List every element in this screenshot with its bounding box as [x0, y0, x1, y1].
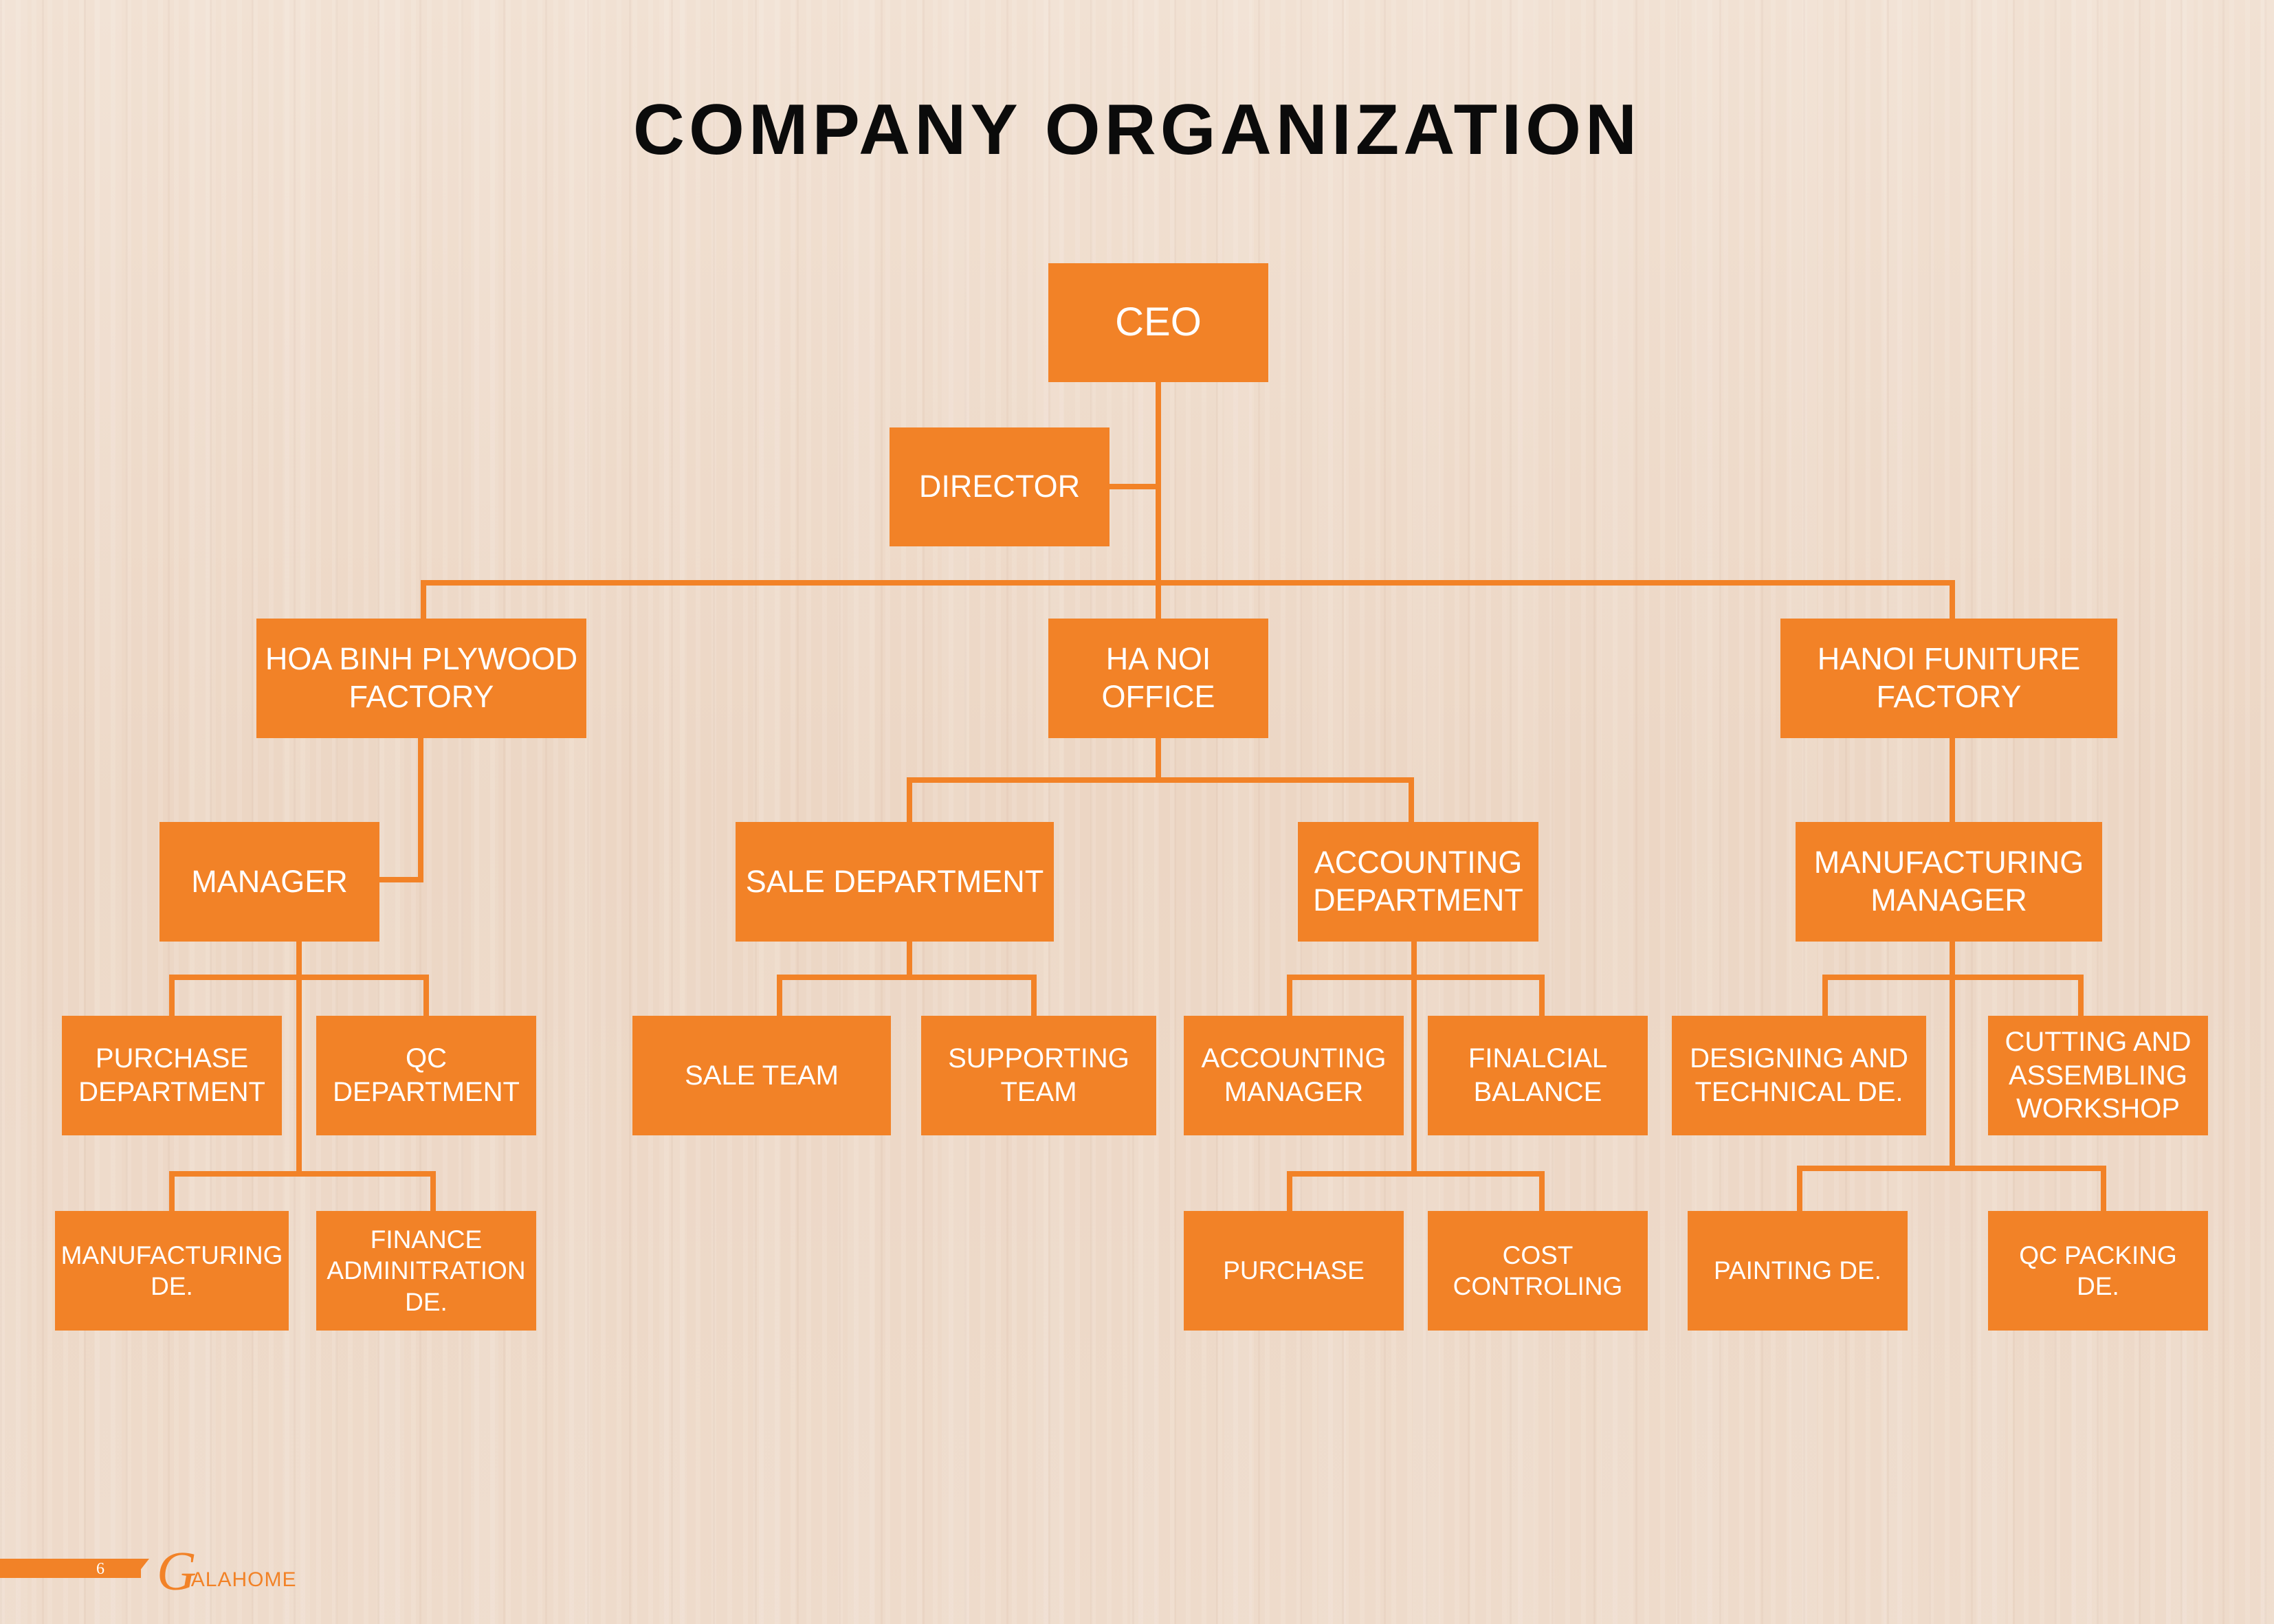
org-node-purchase-department: PURCHASE DEPARTMENT: [62, 1016, 282, 1135]
org-node-ha-noi-office: HA NOI OFFICE: [1048, 619, 1268, 738]
org-node-manufacturing-de: MANUFACTURING DE.: [55, 1211, 289, 1331]
org-node-purchase: PURCHASE: [1184, 1211, 1404, 1331]
org-node-manufacturing-manager: MANUFACTURING MANAGER: [1796, 822, 2102, 942]
org-node-cost-controling: COST CONTROLING: [1428, 1211, 1648, 1331]
org-node-sale-team: SALE TEAM: [632, 1016, 891, 1135]
logo-text: ALAHOME: [190, 1568, 297, 1591]
org-node-finalcial-balance: FINALCIAL BALANCE: [1428, 1016, 1648, 1135]
org-node-hanoi-furniture-factory: HANOI FUNITURE FACTORY: [1780, 619, 2117, 738]
org-node-ceo: CEO: [1048, 263, 1268, 382]
org-node-manager: MANAGER: [159, 822, 379, 942]
org-node-supporting-team: SUPPORTING TEAM: [921, 1016, 1156, 1135]
org-node-painting-de: PAINTING DE.: [1688, 1211, 1908, 1331]
org-node-cutting-assembling-workshop: CUTTING AND ASSEMBLING WORKSHOP: [1988, 1016, 2208, 1135]
footer-bar: [0, 1559, 141, 1578]
org-node-accounting-manager: ACCOUNTING MANAGER: [1184, 1016, 1404, 1135]
org-node-designing-technical: DESIGNING AND TECHNICAL DE.: [1672, 1016, 1926, 1135]
galahome-logo: G ALAHOME: [157, 1542, 297, 1602]
org-node-finance-administration-de: FINANCE ADMINITRATION DE.: [316, 1211, 536, 1331]
org-node-hoa-binh-plywood-factory: HOA BINH PLYWOOD FACTORY: [256, 619, 586, 738]
org-node-qc-packing-de: QC PACKING DE.: [1988, 1211, 2208, 1331]
org-node-qc-department: QC DEPARTMENT: [316, 1016, 536, 1135]
org-node-accounting-department: ACCOUNTING DEPARTMENT: [1298, 822, 1538, 942]
page-number: 6: [96, 1560, 104, 1578]
org-node-director: DIRECTOR: [890, 427, 1110, 546]
logo-initial: G: [157, 1542, 197, 1602]
org-node-sale-department: SALE DEPARTMENT: [736, 822, 1054, 942]
footer-tab: [134, 1559, 149, 1578]
page-title: COMPANY ORGANIZATION: [632, 90, 1642, 170]
